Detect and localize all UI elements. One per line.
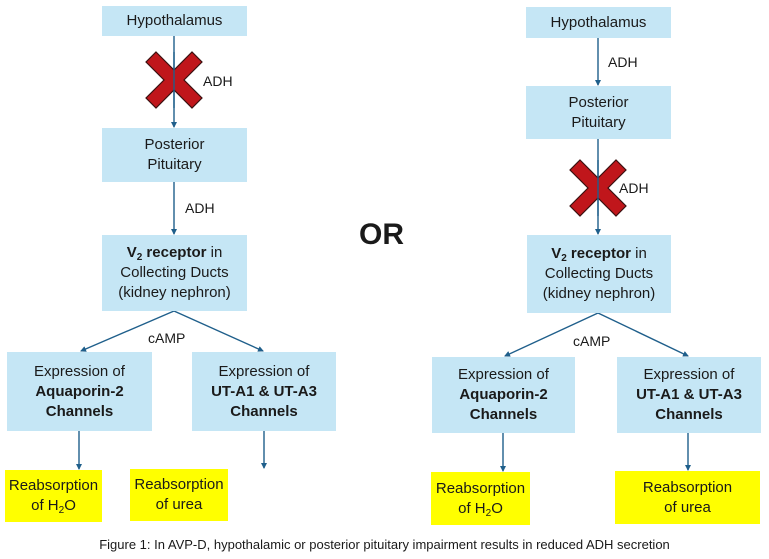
receptor-rest: in — [630, 245, 647, 262]
receptor-line2: Collecting Ducts — [544, 265, 654, 282]
arrow-receptor-to-ut-left — [173, 310, 264, 352]
water-line2: of H2O — [458, 499, 503, 519]
hypothalamus-label: Hypothalamus — [126, 12, 223, 29]
aqp-line1: Expression of — [458, 366, 549, 383]
receptor-v: V — [551, 245, 562, 262]
urea-line1: Reabsorption — [642, 478, 733, 496]
posterior-pituitary-box-left: Posterior Pituitary — [102, 128, 247, 182]
urea-reabsorption-box-right: Reabsorption of urea — [615, 471, 760, 524]
aqp-line1: Expression of — [34, 362, 125, 380]
camp-label-right: cAMP — [573, 333, 611, 349]
receptor-line3: (kidney nephron) — [118, 284, 231, 301]
posterior-pituitary-box-right: Posterior Pituitary — [526, 86, 671, 139]
receptor-bold: receptor — [142, 244, 207, 261]
receptor-sub: 2 — [136, 252, 143, 263]
arrow-receptor-to-aqp-right — [504, 312, 599, 357]
receptor-line3: (kidney nephron) — [542, 285, 656, 302]
ut-line1: Expression of — [218, 362, 310, 380]
aqp-line2: Aquaporin-2 — [459, 386, 548, 403]
hypothalamus-box-left: Hypothalamus — [102, 6, 247, 36]
arrow-receptor-to-aqp-left — [80, 310, 175, 352]
receptor-line1: V2 receptor in — [127, 243, 223, 263]
adh-label-right: ADH — [608, 54, 638, 70]
water-line2b: O — [491, 499, 503, 517]
aqp-line2: Aquaporin-2 — [35, 382, 124, 400]
water-sub: 2 — [485, 507, 492, 519]
urea-line2: of urea — [155, 496, 203, 513]
block-x-icon-left — [145, 51, 203, 109]
hypothalamus-label: Hypothalamus — [550, 13, 647, 31]
hypothalamus-box-right: Hypothalamus — [526, 7, 671, 38]
v2-receptor-box-left: V2 receptor in Collecting Ducts (kidney … — [102, 235, 247, 311]
water-sub: 2 — [58, 505, 65, 516]
ut-expression-box-right: Expression of UT-A1 & UT-A3 Channels — [617, 357, 761, 433]
ut-line2: UT-A1 & UT-A3 — [636, 386, 742, 403]
pituitary-line2: Pituitary — [147, 156, 202, 173]
urea-reabsorption-box-left: Reabsorption of urea — [130, 469, 228, 521]
water-reabsorption-box-right: Reabsorption of H2O — [431, 472, 530, 525]
ut-line3: Channels — [655, 406, 723, 423]
block-x-icon-right — [569, 159, 627, 217]
water-line2a: of H — [458, 499, 486, 517]
receptor-bold: receptor — [566, 245, 631, 262]
water-reabsorption-box-left: Reabsorption of H2O — [5, 470, 102, 522]
water-line2: of H2O — [31, 496, 76, 516]
pituitary-line2: Pituitary — [571, 113, 626, 131]
water-line1: Reabsorption — [435, 479, 526, 497]
water-line2b: O — [64, 497, 76, 514]
arrow-receptor-to-ut-right — [597, 312, 689, 357]
v2-receptor-box-right: V2 receptor in Collecting Ducts (kidney … — [527, 235, 671, 313]
receptor-v: V — [126, 244, 137, 261]
pituitary-line1: Posterior — [568, 93, 629, 111]
receptor-sub: 2 — [561, 253, 567, 264]
ut-line3: Channels — [230, 402, 298, 420]
pituitary-line1: Posterior — [144, 136, 205, 153]
camp-label-left: cAMP — [148, 330, 186, 346]
ut-line1: Expression of — [643, 366, 735, 383]
receptor-line2: Collecting Ducts — [120, 264, 229, 281]
aquaporin-expression-box-right: Expression of Aquaporin-2 Channels — [432, 357, 575, 433]
or-separator: OR — [359, 218, 404, 251]
aquaporin-expression-box-left: Expression of Aquaporin-2 Channels — [7, 352, 152, 431]
water-line1: Reabsorption — [8, 477, 99, 494]
urea-line2: of urea — [664, 498, 711, 516]
ut-line2: UT-A1 & UT-A3 — [211, 382, 317, 400]
aqp-line3: Channels — [469, 406, 538, 423]
adh-label-blocked-left: ADH — [203, 73, 233, 89]
urea-line1: Reabsorption — [134, 476, 224, 493]
receptor-rest: in — [206, 244, 223, 261]
water-line2a: of H — [31, 497, 59, 514]
adh-label-blocked-right: ADH — [619, 180, 649, 196]
aqp-line3: Channels — [45, 402, 114, 420]
adh-label-left: ADH — [185, 200, 215, 216]
ut-expression-box-left: Expression of UT-A1 & UT-A3 Channels — [192, 352, 336, 431]
figure-caption: Figure 1: In AVP-D, hypothalamic or post… — [99, 537, 670, 552]
receptor-line1: V2 receptor in — [551, 244, 647, 264]
